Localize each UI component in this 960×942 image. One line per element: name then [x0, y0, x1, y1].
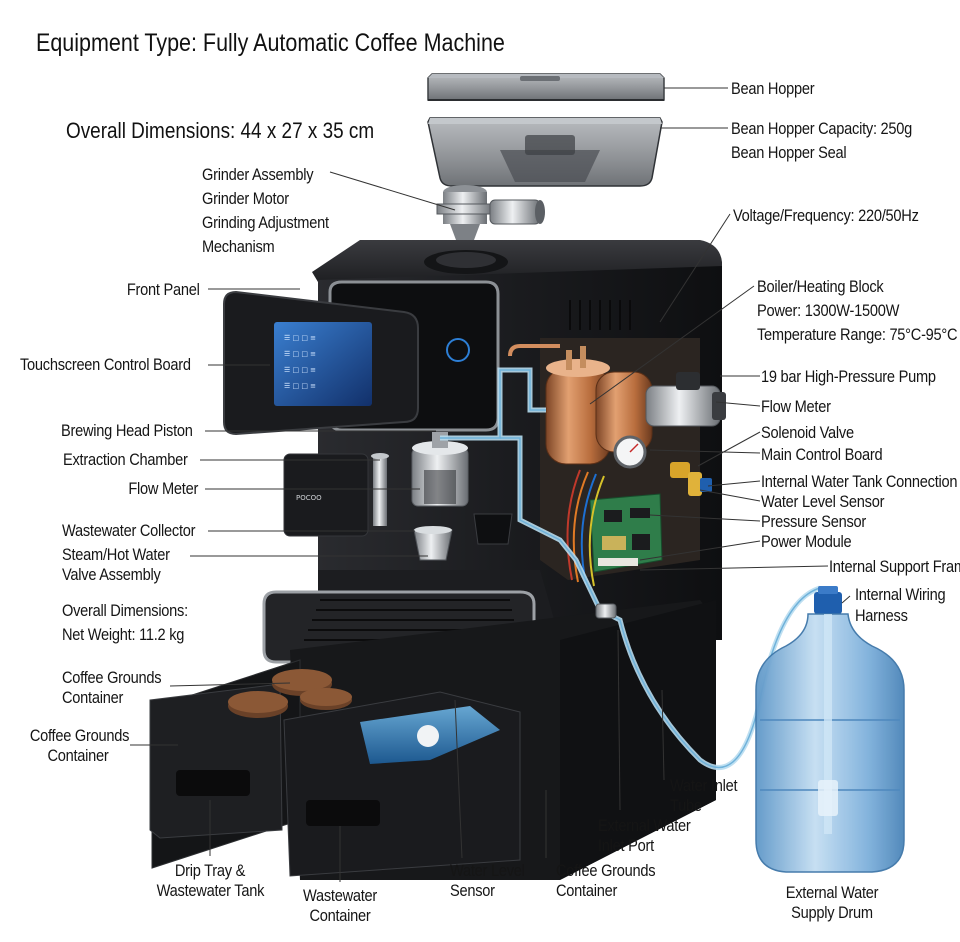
label-temperature-range: Temperature Range: 75°C-95°C	[757, 325, 958, 344]
label-main-control-board: Main Control Board	[761, 445, 883, 464]
label-brewing-piston: Brewing Head Piston	[61, 421, 193, 440]
label-overall-dimensions-2: Overall Dimensions:	[62, 601, 188, 620]
page-title: Equipment Type: Fully Automatic Coffee M…	[36, 29, 505, 57]
label-wastewater-collector: Wastewater Collector	[62, 521, 196, 540]
float-sensor	[417, 725, 439, 747]
screen-row: ☰ □ □ ≡	[284, 366, 316, 374]
label-weight-group: Overall Dimensions: Net Weight: 11.2 kg	[62, 599, 188, 647]
label-boiler: Boiler/Heating Block	[757, 277, 884, 296]
label-net-weight: Net Weight: 11.2 kg	[62, 625, 185, 644]
inlet-port-fitting	[595, 603, 617, 619]
brewing-unit: POCOO	[283, 432, 513, 561]
label-internal-tank: Internal Water Tank Connection	[761, 472, 958, 491]
label-flow-meter-right: Flow Meter	[761, 397, 831, 416]
label-front-panel: Front Panel	[127, 280, 200, 299]
label-water-level-sensor-right: Water Level Sensor	[761, 492, 885, 511]
label-hopper-capacity: Bean Hopper Capacity: 250g	[731, 119, 913, 138]
overall-dimensions: Overall Dimensions: 44 x 27 x 35 cm	[66, 118, 375, 143]
bean-hopper-container	[427, 117, 663, 187]
label-grinding-adjustment: Grinding Adjustment	[202, 213, 329, 232]
label-drip-tray: Drip Tray &Wastewater Tank	[156, 861, 265, 900]
screen-row: ☰ □ □ ≡	[284, 334, 316, 342]
pressure-gauge	[613, 435, 647, 469]
label-power: Power: 1300W-1500W	[757, 301, 900, 320]
touchscreen-display[interactable]	[274, 322, 372, 406]
label-grinder-assembly: Grinder Assembly	[202, 165, 314, 184]
water-supply-drum	[755, 586, 905, 873]
label-bean-hopper: Bean Hopper	[731, 79, 815, 98]
label-pressure-sensor: Pressure Sensor	[761, 512, 867, 531]
water-lines-core	[440, 369, 821, 769]
label-flow-meter-left: Flow Meter	[128, 479, 198, 498]
label-voltage: Voltage/Frequency: 220/50Hz	[733, 206, 919, 225]
label-pump: 19 bar High-Pressure Pump	[761, 367, 936, 386]
label-touchscreen: Touchscreen Control Board	[20, 355, 191, 374]
brand-logo-text: POCOO	[296, 494, 322, 502]
grinder-assembly	[436, 185, 545, 240]
touchscreen-panel: ☰ □ □ ≡ ☰ □ □ ≡ ☰ □ □ ≡ ☰ □ □ ≡	[223, 290, 419, 436]
label-solenoid-valve: Solenoid Valve	[761, 423, 854, 442]
screen-row: ☰ □ □ ≡	[284, 350, 316, 358]
main-control-board	[589, 493, 663, 573]
solenoid-valve	[670, 462, 712, 496]
bean-hopper-lid	[427, 73, 665, 101]
label-grinder-group: Grinder Assembly Grinder Motor Grinding …	[202, 165, 329, 256]
label-grinder-motor: Grinder Motor	[202, 189, 289, 208]
high-pressure-pump	[645, 372, 726, 427]
label-extraction-chamber: Extraction Chamber	[63, 450, 188, 469]
label-power-module: Power Module	[761, 532, 852, 551]
leader-lines	[130, 87, 851, 882]
label-hopper-seal: Bean Hopper Seal	[731, 143, 847, 162]
screen-row: ☰ □ □ ≡	[284, 382, 316, 390]
label-support-frame: Internal Support Frame	[829, 557, 960, 576]
